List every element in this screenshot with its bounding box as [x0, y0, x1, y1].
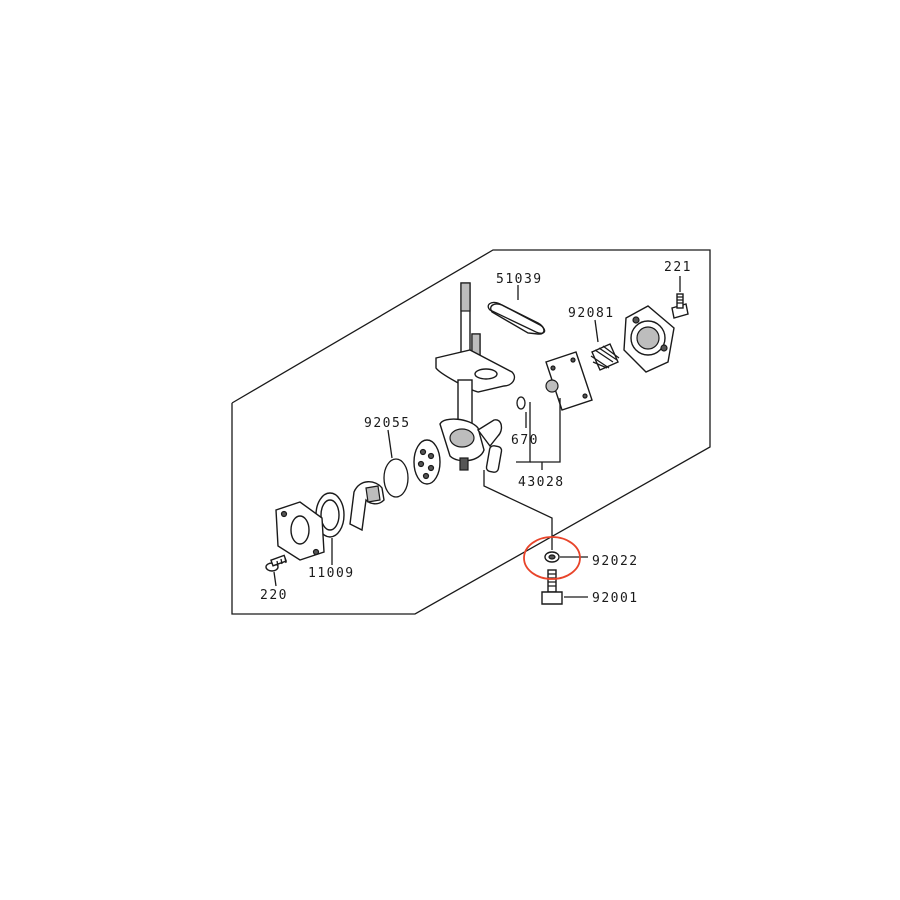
part-mounting-plate [275, 501, 325, 561]
part-221-screw[interactable] [671, 293, 689, 319]
label-221: 221 [664, 260, 692, 275]
part-220-screw[interactable] [265, 554, 288, 572]
part-670-o-ring[interactable] [516, 396, 526, 410]
part-fuel-tap-body [435, 282, 516, 473]
diagram-frame [231, 249, 711, 615]
part-92001-bolt[interactable] [541, 569, 563, 605]
part-filter [413, 439, 441, 485]
part-cover-cap [623, 305, 675, 373]
part-92022-washer[interactable] [544, 551, 560, 563]
highlight-circle [523, 536, 581, 580]
part-51039-gasket[interactable] [487, 301, 546, 335]
leader-lines [273, 276, 681, 598]
part-43028-plate[interactable] [545, 351, 593, 411]
label-220: 220 [260, 588, 288, 603]
part-lever [349, 481, 385, 532]
label-11009: 11009 [308, 566, 355, 581]
label-92001: 92001 [592, 591, 639, 606]
label-92081: 92081 [568, 306, 615, 321]
part-92055-o-ring[interactable] [383, 458, 409, 498]
label-92055: 92055 [364, 416, 411, 431]
label-670: 670 [511, 433, 539, 448]
label-92022: 92022 [592, 554, 639, 569]
label-51039: 51039 [496, 272, 543, 287]
part-92081-spring[interactable] [590, 343, 620, 371]
label-43028: 43028 [518, 475, 565, 490]
